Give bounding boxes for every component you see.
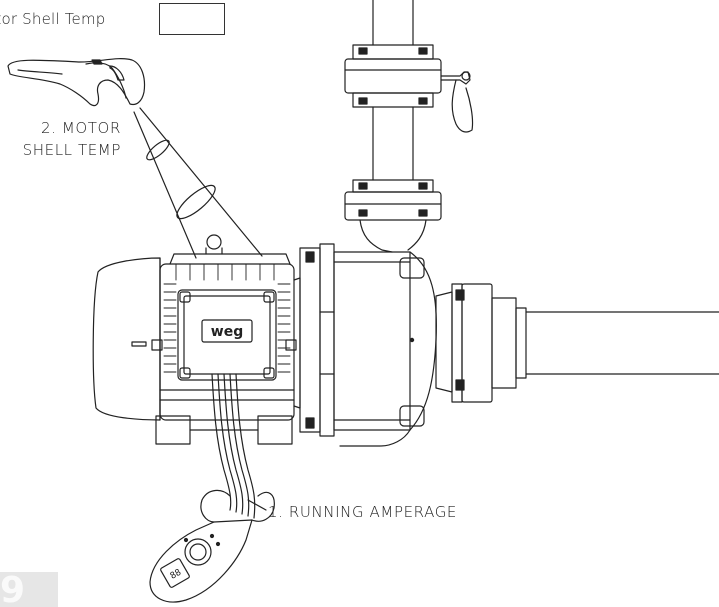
motor-shell-temp-callout-line2: SHELL TEMP — [22, 141, 121, 159]
discharge-pipe-icon — [436, 284, 719, 402]
motor-shell-temp-field[interactable] — [159, 3, 225, 35]
running-amperage-leader — [248, 500, 266, 510]
page-number: 9 — [0, 572, 26, 607]
running-amperage-callout: 1. RUNNING AMPERAGE — [268, 503, 457, 521]
motor-shell-temp-field-label: otor Shell Temp — [0, 10, 106, 28]
infrared-thermometer-icon — [8, 59, 145, 106]
motor-brand-badge: weg — [211, 324, 243, 340]
thermometer-beam-icon — [134, 108, 262, 258]
clamp-meter-icon: 88 — [150, 490, 274, 602]
motor-shell-temp-callout-line1: 2. MOTOR — [40, 119, 121, 137]
clamp-meter-display: 88 — [169, 568, 183, 582]
motor-shell-temp-callout: 2. MOTOR SHELL TEMP — [0, 117, 121, 161]
motor-icon: weg — [93, 235, 300, 444]
current-lead-wires-icon — [212, 374, 255, 518]
page-number-tab: 9 — [0, 572, 58, 607]
vertical-pipe-valve-icon — [345, 0, 473, 220]
pump-body-icon — [300, 220, 436, 446]
